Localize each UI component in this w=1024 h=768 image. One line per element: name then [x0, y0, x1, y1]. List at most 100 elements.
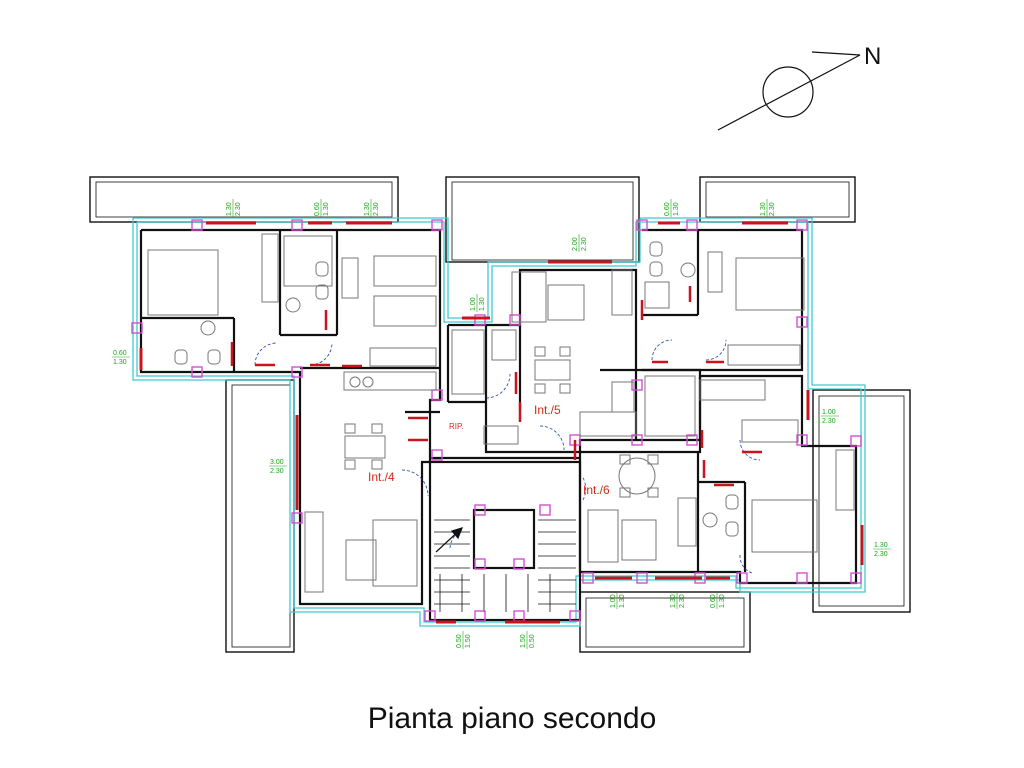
structural-column: [850, 435, 862, 447]
svg-text:1.30: 1.30: [323, 202, 330, 216]
svg-text:1.30: 1.30: [874, 542, 888, 549]
rip-label: RIP.: [449, 422, 464, 431]
svg-text:2.00: 2.00: [572, 237, 579, 251]
svg-text:2.30: 2.30: [679, 594, 686, 608]
svg-text:0.60: 0.60: [664, 202, 671, 216]
svg-text:1.00: 1.00: [470, 297, 477, 311]
drawing-caption: Pianta piano secondo: [367, 702, 657, 735]
svg-text:1.00: 1.00: [822, 409, 836, 416]
svg-text:1.30: 1.30: [113, 359, 127, 366]
tv-cabinet: [611, 269, 633, 316]
window-dimension: 0.60 1.30: [112, 350, 130, 366]
washbasin: [200, 320, 216, 336]
structural-column: [796, 434, 808, 446]
single-bed: [451, 329, 485, 395]
structural-column: [631, 434, 643, 446]
kitchen-counter: [699, 379, 766, 401]
structural-column: [474, 610, 486, 622]
unit-label-4: Int./4: [368, 470, 395, 484]
toilet: [174, 349, 188, 365]
structural-column: [686, 219, 698, 231]
svg-text:2.30: 2.30: [373, 202, 380, 216]
svg-text:0.50: 0.50: [529, 634, 536, 648]
structural-column: [431, 219, 443, 231]
door-swings: [254, 339, 761, 574]
tv-cabinet: [304, 511, 324, 593]
structural-column: [431, 449, 443, 461]
windows: [139, 221, 864, 624]
coffee-table: [345, 539, 377, 581]
structural-column: [131, 322, 143, 334]
double-bed: [147, 249, 219, 316]
double-bed: [751, 499, 818, 553]
door-jambs: [230, 286, 762, 487]
bidet: [315, 284, 329, 300]
structural-column: [850, 572, 862, 584]
svg-text:2.30: 2.30: [874, 551, 888, 558]
structural-column: [539, 504, 551, 516]
insulation-outline: [132, 217, 866, 627]
svg-text:2.30: 2.30: [581, 237, 588, 251]
window-dimension: 1.002.30: [821, 409, 839, 425]
walls: [139, 228, 858, 622]
toilet: [725, 521, 739, 537]
svg-text:2.30: 2.30: [270, 468, 284, 475]
svg-text:1.00: 1.00: [610, 594, 617, 608]
stair: [483, 425, 519, 445]
single-bed: [373, 295, 437, 327]
sofa: [511, 271, 547, 323]
washbasin: [285, 297, 301, 313]
single-bed: [373, 255, 437, 287]
desk: [341, 257, 359, 299]
structural-column: [474, 504, 486, 516]
svg-text:1.30: 1.30: [364, 202, 371, 216]
washbasin: [680, 262, 696, 278]
structural-column: [509, 314, 521, 326]
svg-text:2.30: 2.30: [235, 202, 242, 216]
washbasin: [702, 512, 718, 528]
structural-column: [631, 379, 643, 391]
structural-column: [191, 219, 203, 231]
svg-text:1.30: 1.30: [619, 594, 626, 608]
structural-column: [796, 572, 808, 584]
window-dimension: 1.30 2.30: [873, 542, 891, 558]
kitchen-counter: [343, 371, 437, 391]
toilet: [315, 261, 329, 277]
structural-column: [582, 572, 594, 584]
dining-table: [534, 359, 571, 381]
svg-text:1.30: 1.30: [670, 594, 677, 608]
svg-text:1.30: 1.30: [673, 202, 680, 216]
structural-column: [424, 610, 436, 622]
wardrobe: [369, 347, 437, 367]
svg-text:1.50: 1.50: [465, 634, 472, 648]
kitchen: [644, 375, 696, 437]
window-dimension: 3.00 2.30: [269, 459, 287, 475]
north-arrow: N: [717, 43, 881, 131]
wardrobe: [261, 233, 279, 303]
double-bed: [735, 257, 805, 311]
structural-column: [636, 219, 648, 231]
svg-text:3.00: 3.00: [270, 459, 284, 466]
svg-text:1.30: 1.30: [226, 202, 233, 216]
svg-text:0.60: 0.60: [113, 350, 127, 357]
wardrobe: [741, 419, 799, 443]
coffee-table: [547, 284, 585, 321]
svg-text:1.30: 1.30: [719, 594, 726, 608]
stair-treads: [434, 519, 576, 612]
wardrobe: [835, 449, 855, 511]
structural-column: [291, 219, 303, 231]
structural-column: [474, 558, 486, 570]
round-table: [618, 457, 656, 495]
unit-label-5: Int./5: [534, 403, 561, 417]
dining-table: [344, 435, 386, 459]
structural-column: [474, 314, 486, 326]
sofa: [372, 519, 418, 587]
